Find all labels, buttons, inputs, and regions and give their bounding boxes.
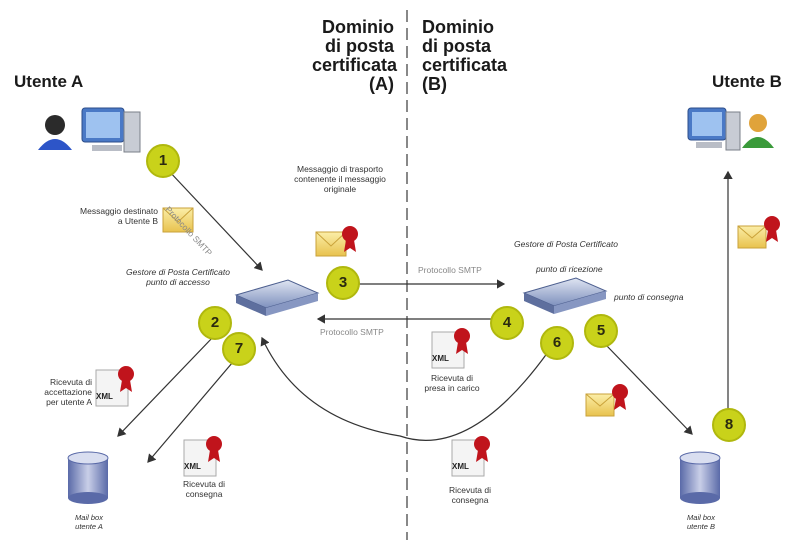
xml-consegna-b-icon	[451, 436, 490, 477]
punto-ricezione-label: punto di ricezione	[536, 264, 603, 274]
envelope-delivery-icon	[585, 384, 628, 417]
step-badge-8: 8	[712, 408, 746, 442]
envelope-msg-icon	[162, 207, 194, 233]
step-badge-4: 4	[490, 306, 524, 340]
xml-tag-accettazione: XML	[96, 392, 113, 401]
arrow-5	[605, 344, 693, 435]
xml-tag-consegna-b: XML	[452, 462, 469, 471]
xml-consegna-a-icon	[183, 436, 222, 477]
step-badge-3: 3	[326, 266, 360, 300]
user-b-label: Utente B	[712, 72, 782, 91]
envelope-transport-icon	[315, 226, 358, 257]
arrow-6	[260, 336, 549, 441]
step-badge-1: 1	[146, 144, 180, 178]
user-b-icon	[742, 114, 774, 148]
xml-accettazione-icon	[95, 366, 134, 407]
mailbox-a-db	[67, 451, 109, 504]
arrow-1	[167, 169, 263, 271]
step-badge-5: 5	[584, 314, 618, 348]
xml-presa-icon	[431, 328, 470, 369]
step-badge-2: 2	[198, 306, 232, 340]
gestore-a-server	[234, 279, 320, 316]
mailbox-b-db	[679, 451, 721, 504]
arrow-2	[117, 335, 215, 437]
step-badge-7: 7	[222, 332, 256, 366]
computer-a-icon	[81, 107, 141, 153]
computer-b-icon	[687, 107, 741, 151]
gestore-b-server	[522, 277, 608, 314]
envelope-user-b-icon	[737, 216, 780, 249]
user-a-label: Utente A	[14, 72, 84, 91]
xml-tag-consegna-a: XML	[184, 462, 201, 471]
protocol-3-label: Protocollo SMTP	[418, 265, 482, 275]
gestore-b-label: Gestore di Posta Certificato	[514, 239, 618, 249]
step-badge-6: 6	[540, 326, 574, 360]
xml-tag-presa: XML	[432, 354, 449, 363]
user-a-icon	[38, 115, 72, 150]
arrow-7	[147, 355, 239, 463]
protocol-4-label: Protocollo SMTP	[320, 327, 384, 337]
punto-consegna-label: punto di consegna	[614, 292, 684, 302]
